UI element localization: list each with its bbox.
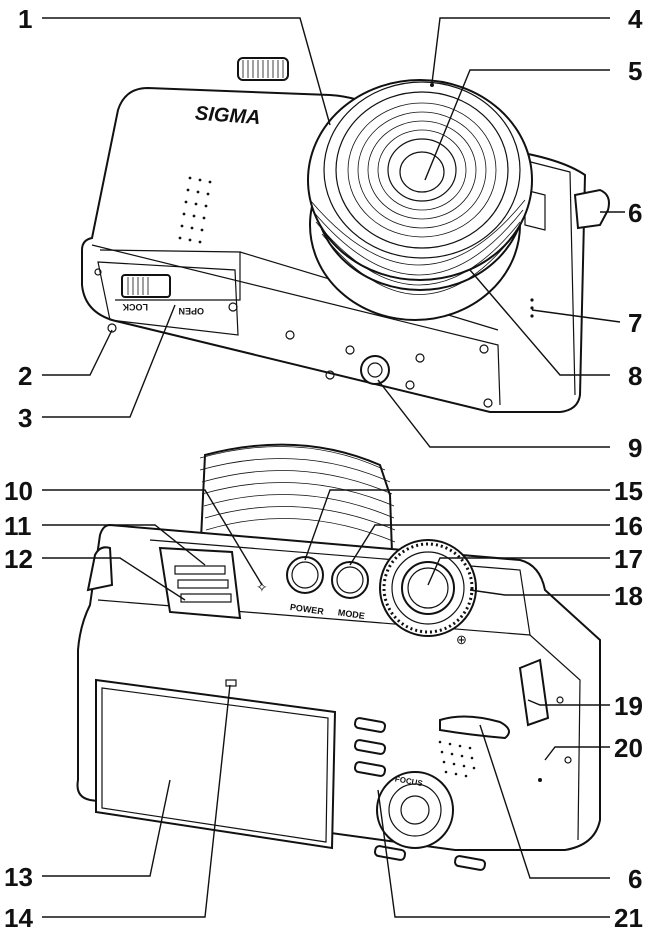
- zoom-icon: ⊕: [456, 632, 467, 647]
- speaker-grille-rear: [438, 740, 476, 778]
- bottom-button-right[interactable]: [453, 855, 487, 871]
- mode-label: MODE: [337, 607, 365, 621]
- callout-6-top: 6: [628, 198, 642, 228]
- shutter-button[interactable]: [401, 561, 455, 615]
- flash-mark-icon: ✧: [256, 579, 268, 595]
- function-buttons[interactable]: [353, 717, 387, 777]
- leader-lines: [42, 17, 625, 918]
- callout-19: 19: [614, 691, 643, 721]
- callout-11: 11: [4, 511, 32, 541]
- callout-1: 1: [18, 4, 32, 34]
- callout-16: 16: [614, 511, 643, 541]
- callout-17: 17: [614, 544, 643, 574]
- callout-4: 4: [628, 4, 643, 34]
- side-card-door: [518, 658, 572, 782]
- speaker-grille: [178, 176, 212, 244]
- callout-18: 18: [614, 581, 643, 611]
- hot-shoe: [158, 546, 242, 620]
- strap-eyelet-right: [573, 188, 610, 230]
- lcd-monitor: [95, 678, 337, 850]
- callout-7: 7: [628, 308, 642, 338]
- callout-6-bottom: 6: [628, 864, 642, 894]
- callout-14: 14: [4, 903, 33, 933]
- camera-front-view: SIGMA: [81, 57, 610, 413]
- strap-eyelet-left: [86, 546, 114, 592]
- open-label: OPEN: [178, 306, 204, 316]
- four-way-controller[interactable]: [376, 771, 454, 849]
- camera-back-view: ✧ POWER MODE ⊕: [76, 443, 601, 871]
- callout-2: 2: [18, 361, 32, 391]
- callout-9: 9: [628, 433, 642, 463]
- bottom-button-left[interactable]: [373, 845, 407, 861]
- callout-3: 3: [18, 403, 32, 433]
- brand-logo: SIGMA: [194, 103, 261, 130]
- status-lamp: [225, 679, 237, 687]
- lock-label: LOCK: [122, 302, 148, 312]
- callout-15: 15: [614, 476, 643, 506]
- callout-12: 12: [4, 544, 33, 574]
- callout-13: 13: [4, 862, 33, 892]
- callout-20: 20: [614, 733, 643, 763]
- callout-numbers: 1 2 3 4 5 6 7 8 9 10 11 12 13 14 15 16 1…: [4, 4, 643, 933]
- tripod-socket: [360, 355, 390, 385]
- strap-eyelet-rear: [439, 715, 510, 740]
- top-dial: [237, 57, 289, 81]
- callout-21: 21: [614, 903, 643, 933]
- mode-button[interactable]: [331, 561, 369, 599]
- power-button[interactable]: [286, 556, 324, 594]
- lens-assembly: [307, 79, 533, 321]
- battery-lock-switch[interactable]: [121, 274, 171, 298]
- power-label: POWER: [289, 602, 325, 617]
- battery-door: LOCK OPEN: [97, 261, 239, 336]
- callout-5: 5: [628, 56, 642, 86]
- callout-10: 10: [4, 476, 33, 506]
- callout-8: 8: [628, 361, 642, 391]
